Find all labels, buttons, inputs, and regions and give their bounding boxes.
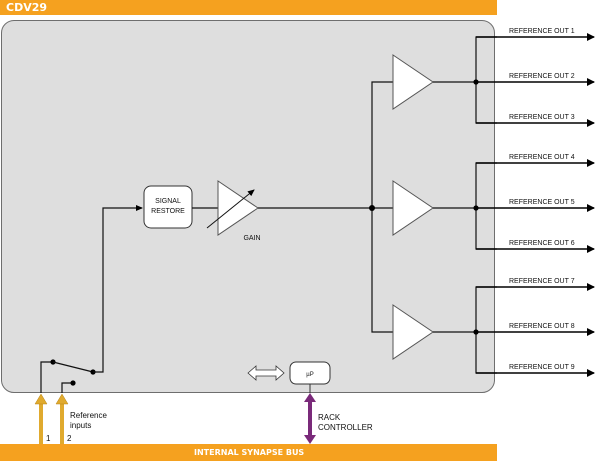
header-bar — [0, 0, 497, 15]
bidirectional-bus-arrow-icon — [247, 365, 285, 381]
internal-bus-bar — [0, 444, 497, 461]
gain-amplifier: GAIN — [206, 180, 261, 242]
signal-restore-label-1: SIGNAL — [155, 198, 181, 205]
rack-controller-label-1: RACK — [318, 413, 341, 422]
rack-controller-label-2: CONTROLLER — [318, 423, 373, 432]
microprocessor-block: µP — [247, 361, 331, 385]
output-label-2: REFERENCE OUT 2 — [509, 73, 575, 80]
output-label-1: REFERENCE OUT 1 — [509, 28, 575, 35]
signal-restore-block: SIGNAL RESTORE — [143, 185, 193, 229]
device-title: CDV29 — [6, 1, 48, 14]
buffer-amplifier-1 — [392, 54, 434, 110]
output-label-4: REFERENCE OUT 4 — [509, 154, 575, 161]
input-switch — [40, 205, 143, 393]
reference-inputs-label-1: Reference — [70, 411, 107, 420]
buffer-amplifier-3 — [392, 304, 434, 360]
output-amplifier-group-3: REFERENCE OUT 7 REFERENCE OUT 8 REFERENCE … — [392, 278, 595, 377]
switch-contact-2 — [70, 380, 76, 386]
variable-gain-arrow-icon — [206, 189, 255, 229]
trunk-junction — [369, 205, 375, 211]
output-label-3: REFERENCE OUT 3 — [509, 114, 575, 121]
microprocessor-label: µP — [306, 372, 313, 378]
internal-bus-label: INTERNAL SYNAPSE BUS — [194, 448, 305, 457]
rack-controller-link: RACK CONTROLLER — [304, 384, 373, 444]
switch-blade — [52, 361, 94, 373]
output-label-5: REFERENCE OUT 5 — [509, 199, 575, 206]
input-2-wire — [61, 382, 73, 393]
output-label-7: REFERENCE OUT 7 — [509, 278, 575, 285]
output-label-8: REFERENCE OUT 8 — [509, 323, 575, 330]
input-number-2: 2 — [67, 434, 72, 443]
signal-restore-label-2: RESTORE — [151, 208, 185, 215]
gain-label: GAIN — [243, 235, 260, 242]
reference-inputs-label-2: inputs — [70, 421, 91, 430]
switch-to-restore-wire — [93, 205, 143, 373]
output-amplifier-group-2: REFERENCE OUT 4 REFERENCE OUT 5 REFERENCE … — [392, 154, 595, 253]
input-number-1: 1 — [46, 434, 51, 443]
output-amplifier-group-1: REFERENCE OUT 1 REFERENCE OUT 2 REFERENCE … — [392, 28, 595, 127]
distribution-trunk — [371, 81, 393, 333]
output-label-9: REFERENCE OUT 9 — [509, 364, 575, 371]
reference-input-arrows: 1 2 Reference inputs — [34, 393, 107, 444]
output-label-6: REFERENCE OUT 6 — [509, 240, 575, 247]
buffer-amplifier-2 — [392, 180, 434, 236]
input-1-wire — [40, 361, 53, 393]
